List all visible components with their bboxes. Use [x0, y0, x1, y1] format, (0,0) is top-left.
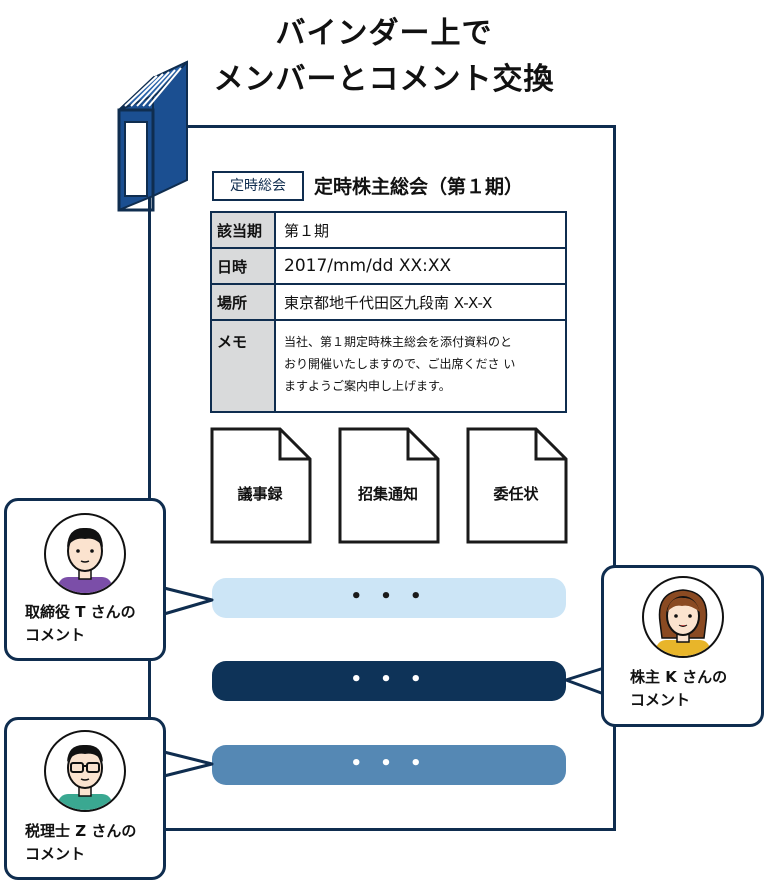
avatar-z [44, 730, 126, 812]
comment-bar-z[interactable]: • • • [212, 745, 566, 785]
comment-bar-t[interactable]: • • • [212, 578, 566, 618]
table-row: 該当期 第１期 [210, 211, 567, 249]
person-icon [656, 589, 710, 656]
memo-value: 当社、第１期定時株主総会を添付資料のと おり開催いたしますので、ご出席くださ い… [274, 319, 567, 413]
ellipsis: • • • [350, 753, 428, 774]
comment-caption: コメント [25, 626, 86, 644]
title-line-1: バインダー上で [275, 16, 493, 51]
table-row: 日時 2017/mm/dd XX:XX [210, 247, 567, 285]
comment-label-z: 税理士 Z さんの コメント [25, 820, 136, 866]
memo-row: メモ 当社、第１期定時株主総会を添付資料のと おり開催いたしますので、ご出席くだ… [210, 319, 567, 413]
person-name: 株主 K さんの [630, 668, 728, 686]
person-icon [58, 744, 112, 810]
person-name: 取締役 T さんの [25, 603, 136, 621]
row-key: 該当期 [210, 211, 276, 249]
memo-line: おり開催いたしますので、ご出席くださ い [284, 357, 516, 371]
title-line-2: メンバーとコメント交換 [213, 62, 555, 97]
comment-bar-k[interactable]: • • • [212, 661, 566, 701]
avatar-k [642, 576, 724, 658]
person-icon [58, 527, 112, 593]
category-badge: 定時総会 [212, 171, 304, 201]
memo-line: ますようご案内申し上げます。 [284, 379, 451, 393]
table-row: 場所 東京都地千代田区九段南 X-X-X [210, 283, 567, 321]
person-name: 税理士 Z さんの [25, 822, 137, 840]
binder-icon [117, 60, 188, 212]
row-key: 日時 [210, 247, 276, 285]
memo-line: 当社、第１期定時株主総会を添付資料のと [284, 335, 513, 349]
document-heading: 定時株主総会（第１期） [314, 176, 524, 198]
avatar-t [44, 513, 126, 595]
comment-bubble-k: 株主 K さんの コメント [601, 565, 764, 727]
row-value: 2017/mm/dd XX:XX [274, 247, 567, 285]
comment-bubble-z: 税理士 Z さんの コメント [4, 717, 166, 880]
comment-label-k: 株主 K さんの コメント [630, 666, 727, 712]
file-label: 招集通知 [357, 485, 418, 503]
document-file-icon [338, 427, 440, 544]
ellipsis: • • • [350, 669, 428, 690]
info-table: 該当期 第１期 日時 2017/mm/dd XX:XX 場所 東京都地千代田区九… [210, 211, 567, 413]
row-value: 東京都地千代田区九段南 X-X-X [274, 283, 567, 321]
file-label: 議事録 [237, 485, 283, 503]
file-icon-notice[interactable]: 招集通知 [338, 427, 440, 544]
document-file-icon [466, 427, 568, 544]
memo-key: メモ [210, 319, 276, 413]
document-file-icon [210, 427, 312, 544]
row-value: 第１期 [274, 211, 567, 249]
file-icon-minutes[interactable]: 議事録 [210, 427, 312, 544]
comment-caption: コメント [25, 845, 86, 863]
ellipsis: • • • [350, 586, 428, 607]
file-label: 委任状 [493, 485, 539, 503]
comment-bubble-t: 取締役 T さんの コメント [4, 498, 166, 661]
comment-caption: コメント [630, 691, 691, 709]
file-icon-proxy[interactable]: 委任状 [466, 427, 568, 544]
comment-label-t: 取締役 T さんの コメント [25, 601, 136, 647]
row-key: 場所 [210, 283, 276, 321]
